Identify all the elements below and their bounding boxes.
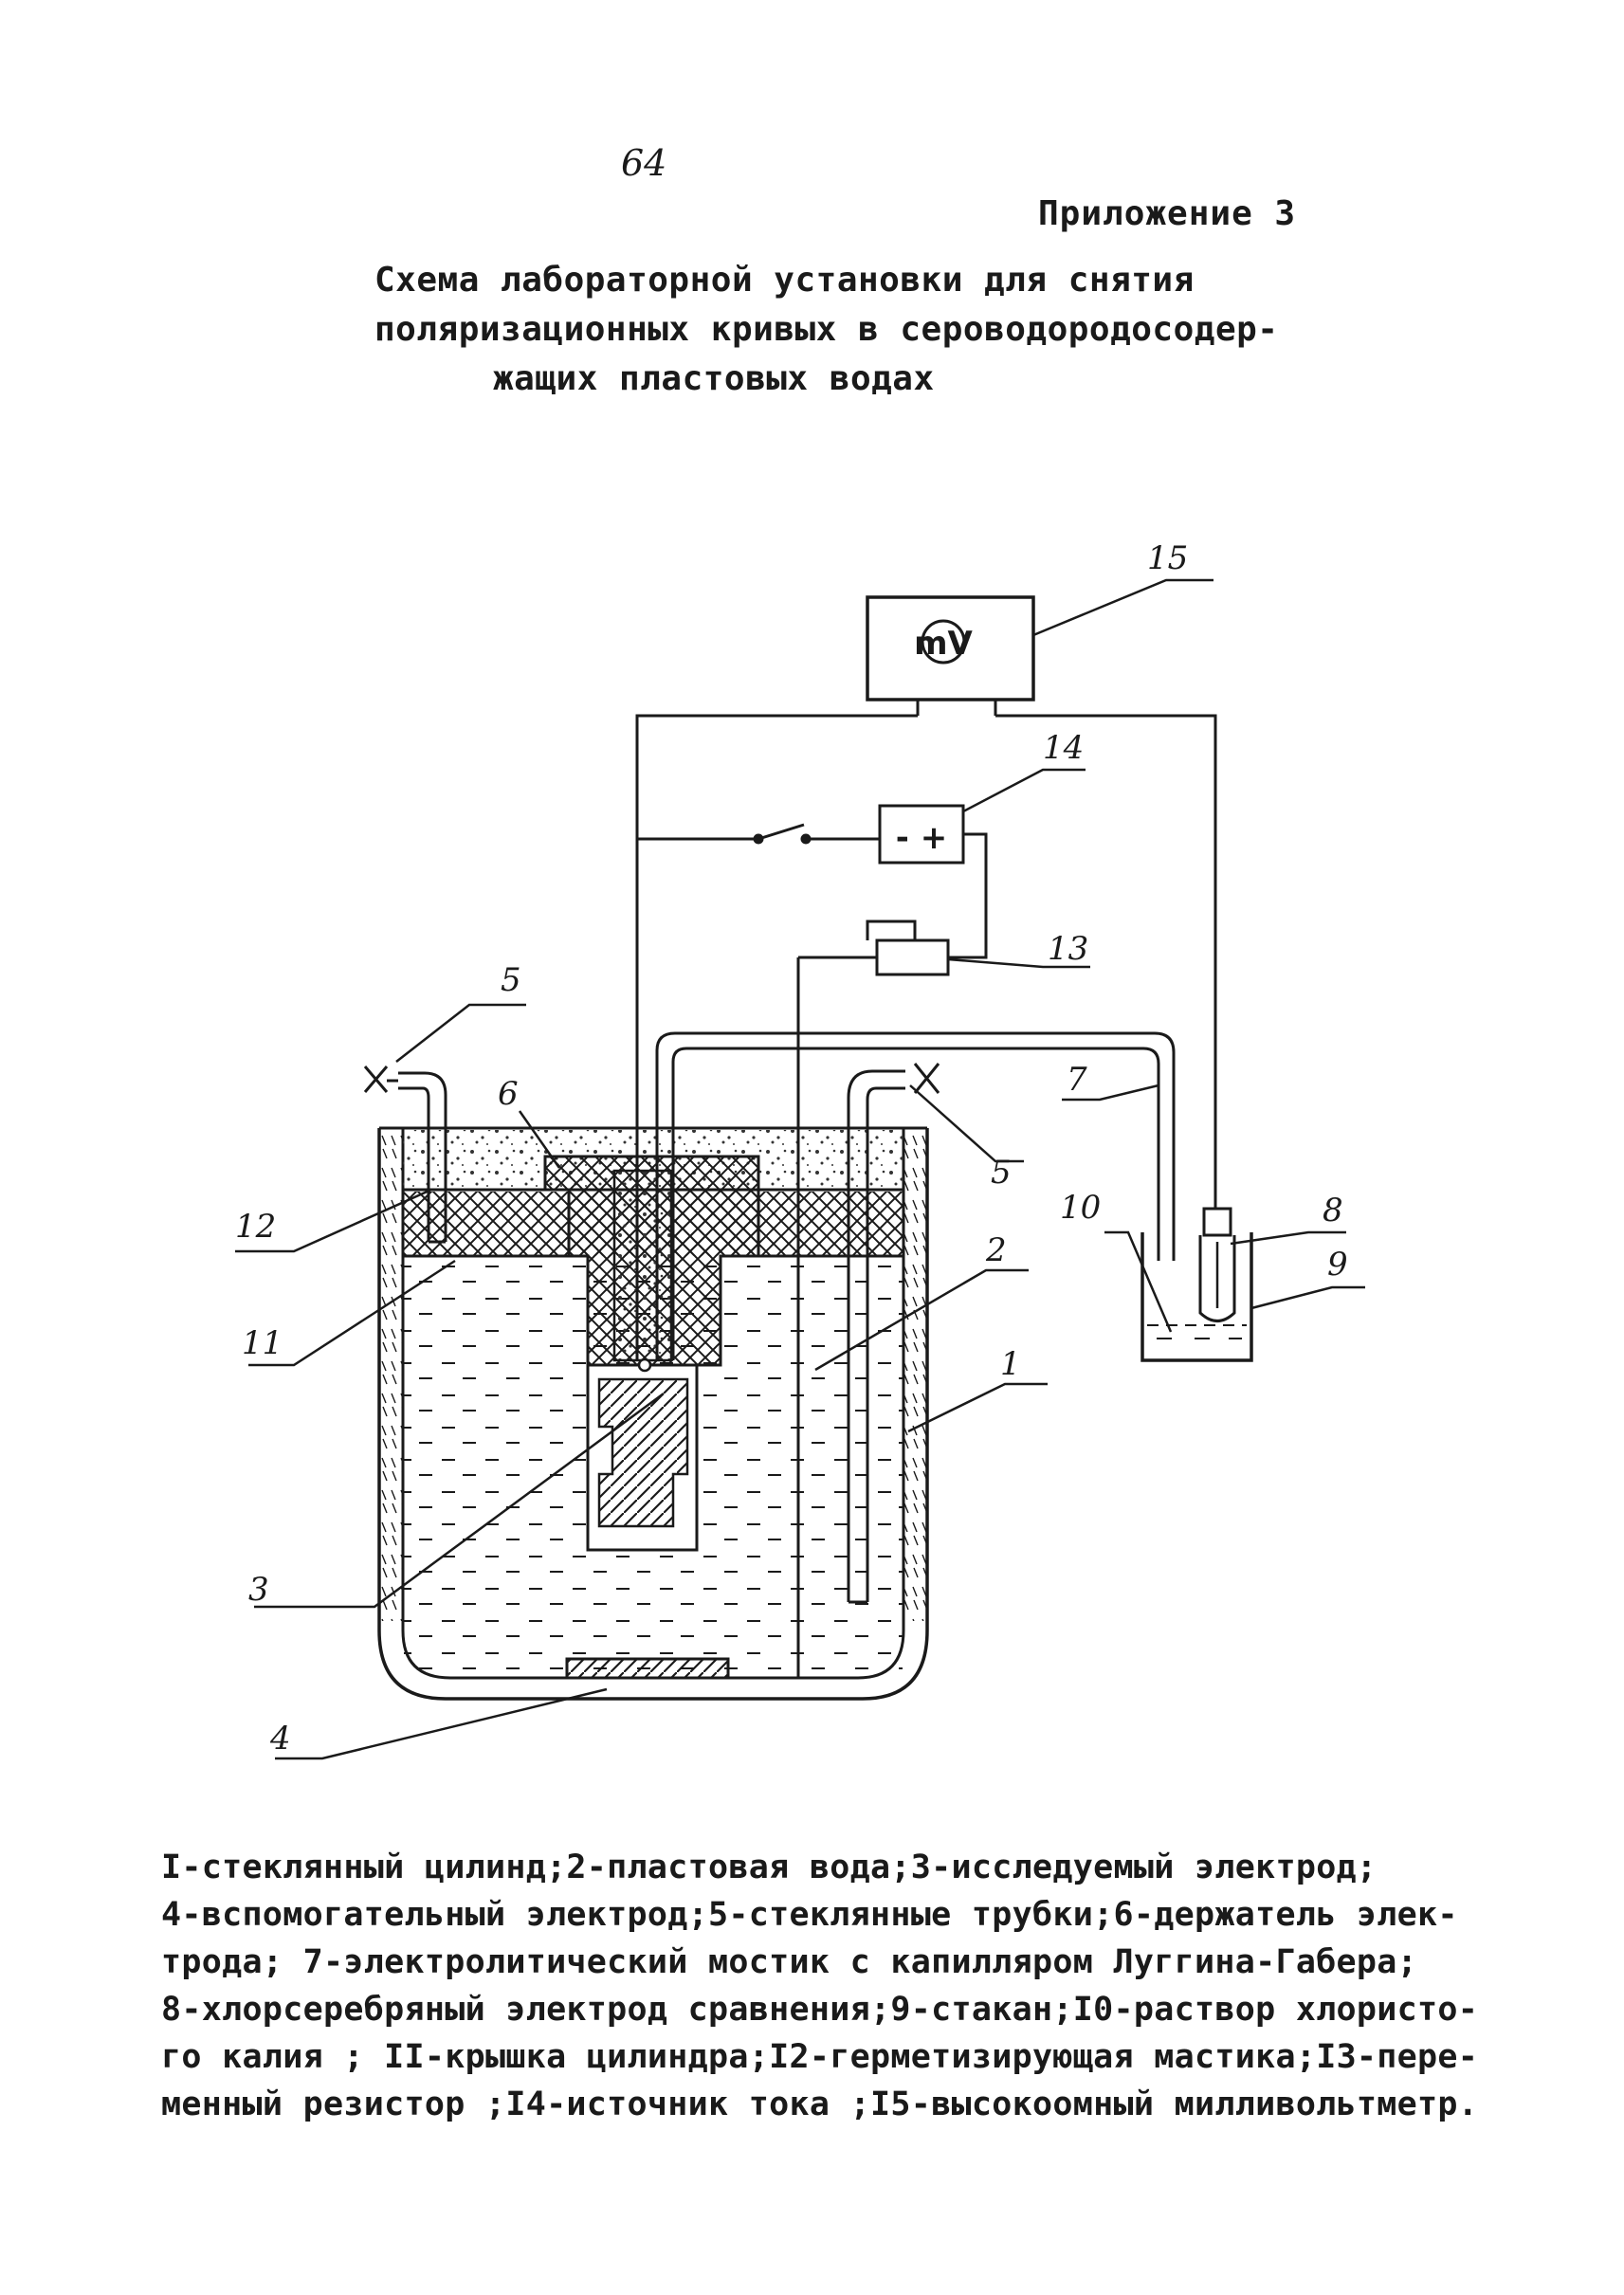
label-10: 10 — [1060, 1189, 1101, 1227]
caption-line: I-стеклянный цилинд;2-пластовая вода;3-и… — [161, 1849, 1378, 1886]
meter-lead-left — [635, 714, 918, 1360]
label-1: 1 — [1000, 1345, 1021, 1383]
diagram-title: Схема лабораторной установки для снятия … — [374, 256, 1323, 404]
battery-symbols: - + — [896, 819, 947, 857]
variable-resistor — [798, 920, 950, 976]
label-15: 15 — [1147, 539, 1188, 577]
auxiliary-electrode — [565, 1657, 730, 1680]
reference-electrode — [1198, 1207, 1236, 1322]
glass-tube-left — [363, 1066, 447, 1244]
glass-cylinder — [377, 1126, 929, 1701]
label-8: 8 — [1323, 1192, 1343, 1229]
caption-line: го калия ; II-крышка цилиндра;I2-гермети… — [161, 2038, 1479, 2076]
auxiliary-lead — [796, 957, 825, 1680]
label-9: 9 — [1327, 1246, 1348, 1284]
meter-symbol: mV — [914, 625, 973, 663]
switch — [637, 823, 880, 845]
caption-line: 8-хлорсеребряный электрод сравнения;9-ст… — [161, 1991, 1479, 2029]
millivoltmeter — [866, 595, 1035, 716]
beaker — [1140, 1232, 1253, 1362]
caption-line: менный резистор ;I4-источник тока ;I5-вы… — [161, 2086, 1479, 2123]
label-7: 7 — [1067, 1061, 1087, 1099]
label-11: 11 — [242, 1324, 283, 1362]
title-line: Схема лабораторной установки для снятия — [374, 261, 1195, 300]
label-6: 6 — [498, 1075, 519, 1113]
label-2: 2 — [985, 1231, 1007, 1269]
caption-line: 4-вспомогательный электрод;5-стеклянные … — [161, 1896, 1458, 1934]
label-5-right: 5 — [991, 1154, 1012, 1192]
page-number: 64 — [621, 142, 667, 184]
glass-tube-right — [847, 1063, 940, 1604]
label-14: 14 — [1043, 729, 1084, 767]
label-4: 4 — [269, 1720, 291, 1758]
title-line: поляризационных кривых в сероводородосод… — [374, 310, 1279, 349]
label-12: 12 — [235, 1208, 276, 1246]
label-5-left: 5 — [501, 961, 521, 999]
label-3: 3 — [248, 1571, 269, 1609]
electrolytic-bridge — [655, 1031, 1176, 1360]
meter-lead-right — [995, 714, 1217, 1209]
diagram-caption: I-стеклянный цилинд;2-пластовая вода;3-и… — [161, 1844, 1507, 2128]
caption-line: трода; 7-электролитический мостик с капи… — [161, 1943, 1418, 1981]
label-13: 13 — [1048, 930, 1088, 968]
leader-lines — [235, 578, 1365, 1760]
current-source — [878, 804, 988, 959]
appendix-label: Приложение 3 — [1038, 194, 1297, 233]
studied-electrode — [586, 1357, 699, 1552]
title-line: жащих пластовых водах — [493, 359, 935, 398]
